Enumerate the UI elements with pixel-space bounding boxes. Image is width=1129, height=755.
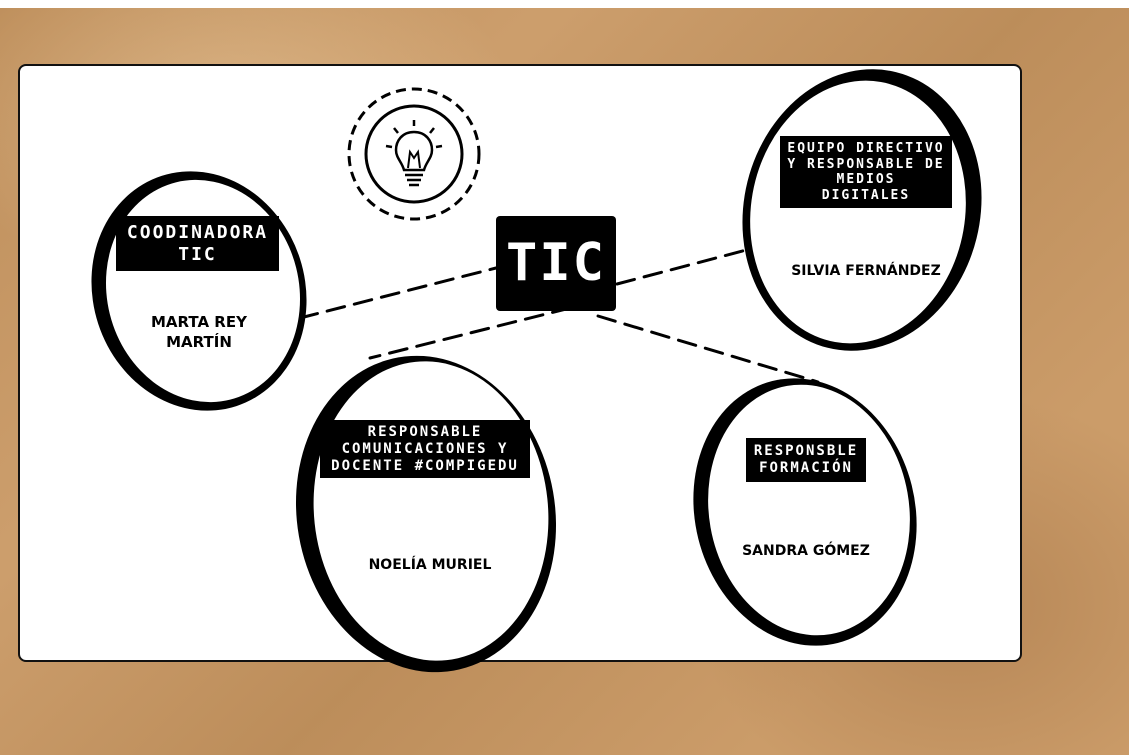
connector-directivo (615, 241, 775, 286)
node-directivo-shape (742, 69, 982, 351)
node-directivo-name: SILVIA FERNÁNDEZ (791, 263, 941, 279)
node-coordinadora-role: COODINADORA TIC (116, 216, 279, 272)
center-node-title: TIC (496, 216, 616, 311)
node-comunicaciones-role: RESPONSABLE COMUNICACIONES Y DOCENTE #CO… (320, 420, 530, 479)
lightbulb-icon (347, 87, 481, 221)
node-directivo-role: EQUIPO DIRECTIVO Y RESPONSABLE DE MEDIOS… (780, 136, 952, 209)
connector-coordinadora (298, 266, 498, 320)
connector-formacion (596, 314, 820, 384)
node-formacion-name: SANDRA GÓMEZ (742, 543, 870, 559)
connector-comunicaciones (368, 306, 572, 360)
node-comunicaciones-name: NOELÍA MURIEL (368, 557, 492, 573)
node-formacion-role: RESPONSBLE FORMACIÓN (746, 438, 866, 482)
node-coordinadora-name: MARTA REY MARTÍN (151, 313, 247, 352)
top-strip (0, 0, 1129, 8)
node-coordinadora-shape (91, 171, 307, 411)
node-comunicaciones-shape (295, 355, 557, 673)
connectors (298, 241, 820, 384)
node-formacion-shape (693, 378, 917, 646)
